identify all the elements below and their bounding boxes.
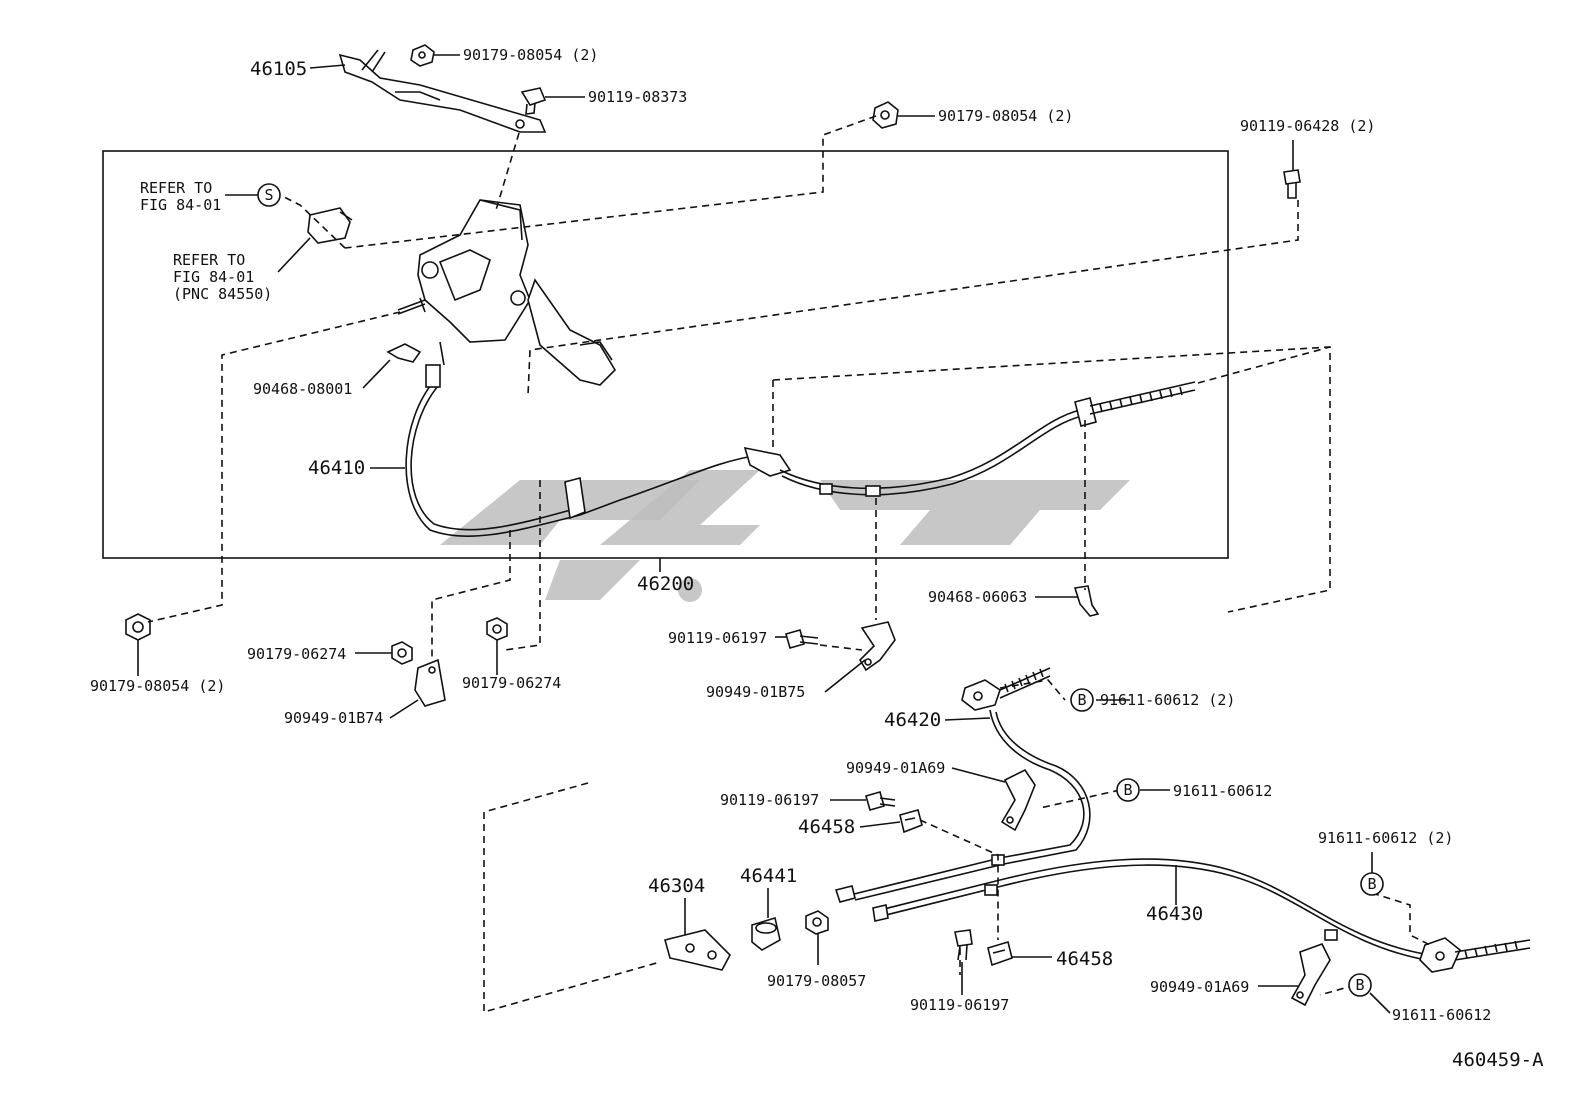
svg-text:B: B — [1077, 691, 1086, 709]
part-label-90119-06197: 90119-06197 — [720, 791, 819, 809]
part-label-90179-06274: 90179-06274 — [247, 645, 346, 663]
nut-icon — [125, 613, 151, 641]
part-label-90119-08373: 90119-08373 — [588, 88, 687, 106]
part-label-46458: 46458 — [1056, 948, 1113, 970]
nut-icon — [872, 101, 899, 129]
part-label-90468-06063: 90468-06063 — [928, 588, 1027, 606]
refer-note-line2: FIG 84-01 — [140, 196, 221, 214]
part-label-90949-01b74: 90949-01B74 — [284, 709, 383, 727]
nut-icon — [410, 44, 435, 67]
front-cable-46410 — [405, 341, 792, 537]
bolt-icon — [520, 87, 547, 115]
part-label-90179-08057: 90179-08057 — [767, 972, 866, 990]
dashed-leader-lines — [147, 115, 1431, 1014]
callout-b: B — [1070, 688, 1094, 712]
bracket-90949-01b74-icon — [414, 658, 446, 707]
clip-icon — [899, 809, 923, 834]
part-label-46200: 46200 — [637, 573, 694, 595]
part-label-46430: 46430 — [1146, 903, 1203, 925]
callout-b: B — [1348, 973, 1372, 997]
nut-icon — [391, 641, 413, 665]
intermediate-cable-46200 — [779, 381, 1196, 497]
part-label-90179-08054: 90179-08054 (2) — [463, 46, 598, 64]
svg-text:B: B — [1355, 976, 1364, 994]
part-label-90179-06274: 90179-06274 — [462, 674, 561, 692]
part-label-90949-01b75: 90949-01B75 — [706, 683, 805, 701]
part-label-90949-01a69: 90949-01A69 — [846, 759, 945, 777]
callout-b: B — [1116, 778, 1140, 802]
part-label-91611-60612: 91611-60612 (2) — [1100, 691, 1235, 709]
refer-note-line1: REFER TO — [140, 179, 212, 197]
bracket-90949-01a69-icon — [1000, 768, 1036, 832]
diagram-id: 460459-A — [1452, 1049, 1544, 1071]
bracket-90949-01a69-icon — [1290, 943, 1331, 1007]
part-label-90179-08054: 90179-08054 (2) — [938, 107, 1073, 125]
bracket-90949-01b75-icon — [858, 621, 896, 672]
svg-text:B: B — [1123, 781, 1132, 799]
rear-cable-46430 — [872, 854, 1531, 973]
clip-icon — [987, 940, 1013, 967]
rear-cable-46420 — [834, 667, 1091, 903]
svg-text:S: S — [264, 186, 273, 204]
part-label-46304: 46304 — [648, 875, 705, 897]
part-label-90179-08054: 90179-08054 (2) — [90, 677, 225, 695]
clip-icon — [386, 343, 422, 363]
bolt-icon — [865, 791, 896, 811]
grommet-46441-icon — [751, 916, 781, 951]
assembly-frame — [102, 150, 1229, 559]
part-label-91611-60612: 91611-60612 — [1173, 782, 1272, 800]
cable-clamp-46304-icon — [664, 929, 731, 971]
bolt-icon — [785, 629, 819, 649]
part-label-90119-06197: 90119-06197 — [910, 996, 1009, 1014]
part-label-46410: 46410 — [308, 457, 365, 479]
part-label-46105: 46105 — [250, 58, 307, 80]
part-label-90119-06428: 90119-06428 (2) — [1240, 117, 1375, 135]
refer-note-line1: REFER TO — [173, 251, 245, 269]
leader-lines — [137, 54, 1391, 1014]
bracket-46105 — [338, 49, 547, 133]
part-label-91611-60612: 91611-60612 (2) — [1318, 829, 1453, 847]
part-label-46441: 46441 — [740, 865, 797, 887]
part-label-90468-08001: 90468-08001 — [253, 380, 352, 398]
part-label-46420: 46420 — [884, 709, 941, 731]
part-label-90119-06197: 90119-06197 — [668, 629, 767, 647]
nut-icon — [486, 617, 508, 641]
part-label-91611-60612: 91611-60612 — [1392, 1006, 1491, 1024]
svg-text:B: B — [1367, 875, 1376, 893]
watermark-logo — [440, 470, 1130, 602]
callout-s: S — [257, 183, 281, 207]
bolt-icon — [1283, 169, 1301, 199]
refer-note-line3: (PNC 84550) — [173, 285, 272, 303]
part-label-46458: 46458 — [798, 816, 855, 838]
switch-icon — [307, 207, 353, 244]
bolt-icon — [954, 929, 973, 961]
refer-note-line2: FIG 84-01 — [173, 268, 254, 286]
callout-b: B — [1360, 872, 1384, 896]
part-label-90949-01a69: 90949-01A69 — [1150, 978, 1249, 996]
stud-icon — [397, 297, 426, 315]
clip-icon — [1073, 585, 1100, 617]
nut-icon — [805, 910, 829, 935]
